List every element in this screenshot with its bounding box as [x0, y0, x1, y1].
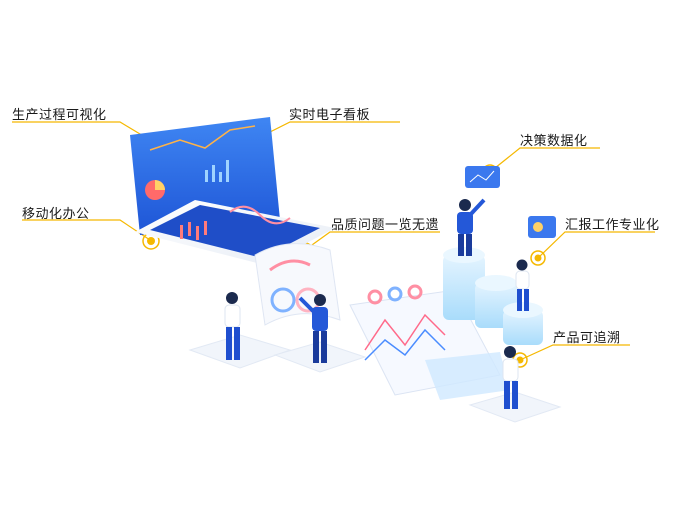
label-decision-data: 决策数据化	[520, 134, 588, 149]
person-bottom	[502, 346, 519, 409]
label-quality-overview: 品质问题一览无遗	[331, 218, 440, 233]
label-mobile-office: 移动化办公	[22, 207, 90, 222]
person-left	[224, 292, 241, 360]
label-report-professional: 汇报工作专业化	[565, 218, 660, 233]
tablet-dashboard	[130, 117, 280, 235]
marker-report	[530, 250, 546, 266]
label-traceable: 产品可追溯	[553, 331, 621, 346]
person-top	[457, 198, 486, 256]
person-pointing	[298, 294, 328, 363]
label-realtime-board: 实时电子看板	[289, 108, 371, 123]
platform-blocks	[443, 247, 543, 345]
floating-panel-report	[528, 216, 556, 238]
callout-lines	[12, 121, 655, 361]
floating-panel-decision	[465, 166, 500, 188]
person-woman	[515, 259, 530, 311]
label-production-visual: 生产过程可视化	[12, 108, 107, 123]
